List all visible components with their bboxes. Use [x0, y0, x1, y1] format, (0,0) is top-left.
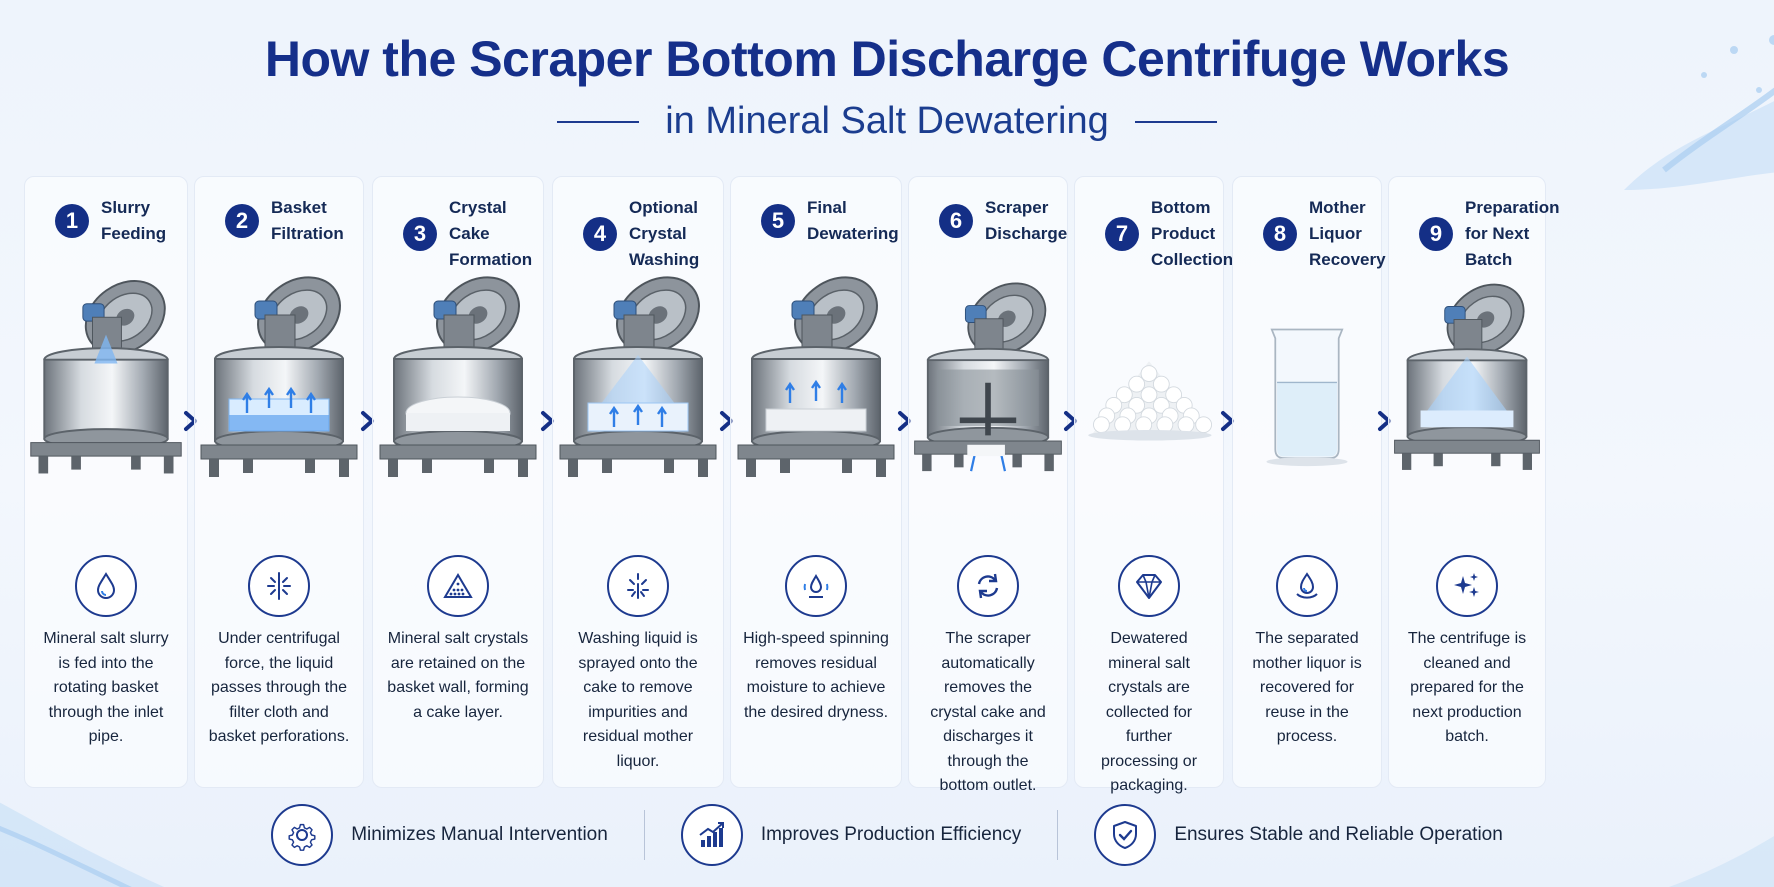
salt-crystal-pile-illustration: [1075, 263, 1223, 493]
step-description: Under centrifugal force, the liquid pass…: [208, 630, 350, 745]
centrifuge-washing-illustration: [553, 263, 723, 493]
benefit-item: Ensures Stable and Reliable Operation: [1058, 804, 1538, 866]
step-header: 9 Preparation for Next Batch: [1389, 195, 1559, 273]
step-number-badge: 9: [1419, 217, 1453, 251]
step-title: Bottom Product Collection: [1151, 198, 1234, 269]
process-steps: 1 Slurry Feeding Mineral salt slurry is …: [24, 176, 1750, 794]
step-card-7: 7 Bottom Product Collection Dewatered mi…: [1074, 176, 1233, 794]
step-header: 5 Final Dewatering: [731, 195, 901, 247]
droplet-icon: [75, 555, 137, 617]
step-description: The separated mother liquor is recovered…: [1252, 630, 1362, 745]
subtitle-rule-right: [1134, 120, 1217, 123]
page-subtitle: in Mineral Salt Dewatering: [665, 100, 1109, 142]
filter-burst-icon: [248, 555, 310, 617]
shield-check-icon: [1094, 804, 1157, 866]
step-description: Washing liquid is sprayed onto the cake …: [578, 630, 698, 770]
step-description: Mineral salt crystals are retained on th…: [387, 630, 529, 721]
step-header: 3 Crystal Cake Formation: [373, 195, 543, 273]
step-description: The centrifuge is cleaned and prepared f…: [1407, 630, 1527, 745]
spin-drop-icon: [785, 555, 847, 617]
step-card-1: 1 Slurry Feeding Mineral salt slurry is …: [24, 176, 188, 788]
step-number-badge: 6: [939, 204, 973, 238]
step-header: 8 Mother Liquor Recovery: [1233, 195, 1386, 273]
step-number-badge: 1: [55, 204, 89, 238]
benefits-bar: Minimizes Manual Intervention Improves P…: [0, 800, 1774, 870]
benefit-divider: [643, 810, 645, 860]
step-card-8: 8 Mother Liquor Recovery The separated m…: [1232, 176, 1386, 788]
growth-chart-icon: [680, 804, 743, 866]
benefit-label: Minimizes Manual Intervention: [351, 824, 608, 845]
step-title: Mother Liquor Recovery: [1309, 198, 1386, 269]
subtitle-rule-left: [557, 120, 640, 123]
step-header: 2 Basket Filtration: [195, 195, 363, 247]
sparkle-icon: [1436, 555, 1498, 617]
step-card-2: 2 Basket Filtration Under centrifugal f: [194, 176, 364, 788]
step-number-badge: 8: [1263, 217, 1297, 251]
step-number-badge: 3: [403, 217, 437, 251]
step-card-4: 4 Optional Crystal Washing Washing liqu: [552, 176, 724, 788]
centrifuge-feeding-illustration: [25, 263, 187, 493]
step-title: Preparation for Next Batch: [1465, 198, 1560, 269]
centrifuge-cake-illustration: [373, 263, 543, 493]
liquor-beaker-illustration: [1233, 263, 1381, 493]
benefit-label: Ensures Stable and Reliable Operation: [1174, 824, 1503, 845]
cycle-arrows-icon: [957, 555, 1019, 617]
crystal-pile-icon: [427, 555, 489, 617]
step-description: Dewatered mineral salt crystals are coll…: [1100, 630, 1198, 794]
benefit-label: Improves Production Efficiency: [760, 824, 1022, 845]
centrifuge-scraper-illustration: [909, 263, 1067, 493]
step-title: Optional Crystal Washing: [629, 198, 700, 269]
step-description: The scraper automatically removes the cr…: [930, 630, 1046, 794]
step-card-5: 5 Final Dewatering High-speed spinning r…: [730, 176, 902, 788]
step-title: Scraper Discharge: [985, 198, 1068, 243]
page-title: How the Scraper Bottom Discharge Centrif…: [264, 31, 1510, 87]
benefit-item: Minimizes Manual Intervention: [235, 804, 644, 866]
step-number-badge: 4: [583, 217, 617, 251]
benefit-item: Improves Production Efficiency: [645, 804, 1058, 866]
gear-icon: [271, 804, 334, 866]
step-description: High-speed spinning removes residual moi…: [743, 630, 889, 721]
centrifuge-cleaning-illustration: [1389, 263, 1545, 493]
centrifuge-filtration-illustration: [195, 263, 363, 493]
step-header: 1 Slurry Feeding: [25, 195, 187, 247]
centrifuge-dewatering-illustration: [731, 263, 901, 493]
step-number-badge: 2: [225, 204, 259, 238]
step-title: Slurry Feeding: [101, 198, 167, 243]
benefit-divider: [1057, 810, 1059, 860]
drop-recycle-icon: [1276, 555, 1338, 617]
step-title: Final Dewatering: [807, 198, 899, 243]
step-number-badge: 5: [761, 204, 795, 238]
step-title: Crystal Cake Formation: [449, 198, 533, 269]
step-header: 6 Scraper Discharge: [909, 195, 1067, 247]
step-title: Basket Filtration: [271, 198, 344, 243]
step-description: Mineral salt slurry is fed into the rota…: [43, 630, 169, 745]
step-card-3: 3 Crystal Cake Formation Mineral salt cr…: [372, 176, 544, 788]
step-header: 7 Bottom Product Collection: [1075, 195, 1233, 273]
spray-icon: [607, 555, 669, 617]
step-card-6: 6 Scraper Discharge The s: [908, 176, 1068, 794]
step-card-9: 9 Preparation for Next Batch The centrif…: [1388, 176, 1559, 788]
subtitle-row: in Mineral Salt Dewatering: [0, 100, 1774, 143]
diamond-icon: [1118, 555, 1180, 617]
step-number-badge: 7: [1105, 217, 1139, 251]
step-header: 4 Optional Crystal Washing: [553, 195, 723, 273]
